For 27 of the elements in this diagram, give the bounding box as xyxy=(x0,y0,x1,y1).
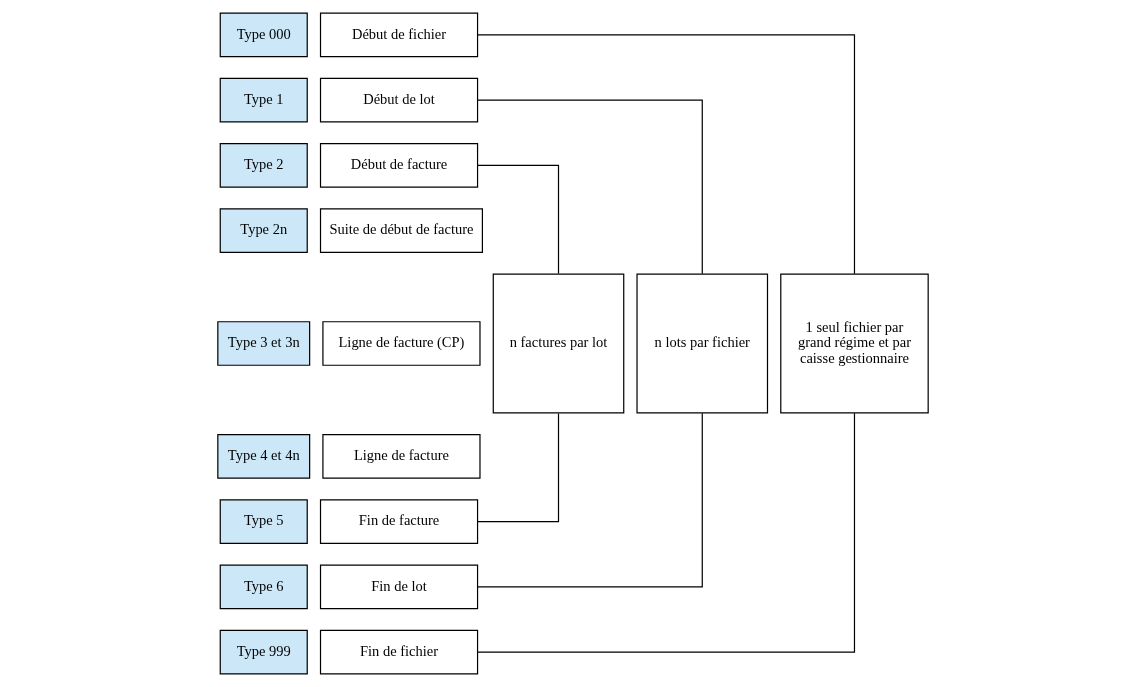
node-box: Type 6 xyxy=(219,564,308,610)
connector xyxy=(477,99,703,275)
node-box: Fin de fichier xyxy=(319,629,479,675)
node-box: Type 2 xyxy=(219,142,308,188)
node-box: Type 1 xyxy=(219,77,308,123)
node-box: Type 3 et 3n xyxy=(217,321,311,366)
connector xyxy=(477,412,856,653)
node-box: Fin de lot xyxy=(319,564,479,610)
node-box: Type 5 xyxy=(219,499,308,545)
connector xyxy=(477,164,560,275)
node-box: Début de fichier xyxy=(319,12,479,58)
node-box: 1 seul fichier par grand régime et par caisse gestionnaire xyxy=(780,273,929,414)
node-box: Fin de facture xyxy=(319,499,479,545)
node-box: n lots par fichier xyxy=(636,273,769,414)
node-box: Ligne de facture xyxy=(322,434,481,479)
connector xyxy=(477,34,856,275)
connector xyxy=(477,412,560,523)
node-box: Type 2n xyxy=(219,208,308,253)
connector xyxy=(477,412,703,588)
node-box: Type 999 xyxy=(219,629,308,675)
node-box: Type 4 et 4n xyxy=(217,434,311,479)
node-box: Type 000 xyxy=(219,12,308,58)
node-box: Début de lot xyxy=(319,77,479,123)
node-box: Ligne de facture (CP) xyxy=(322,321,481,366)
node-box: Suite de début de facture xyxy=(319,208,483,253)
node-box: n factures par lot xyxy=(492,273,625,414)
node-box: Début de facture xyxy=(319,142,479,188)
